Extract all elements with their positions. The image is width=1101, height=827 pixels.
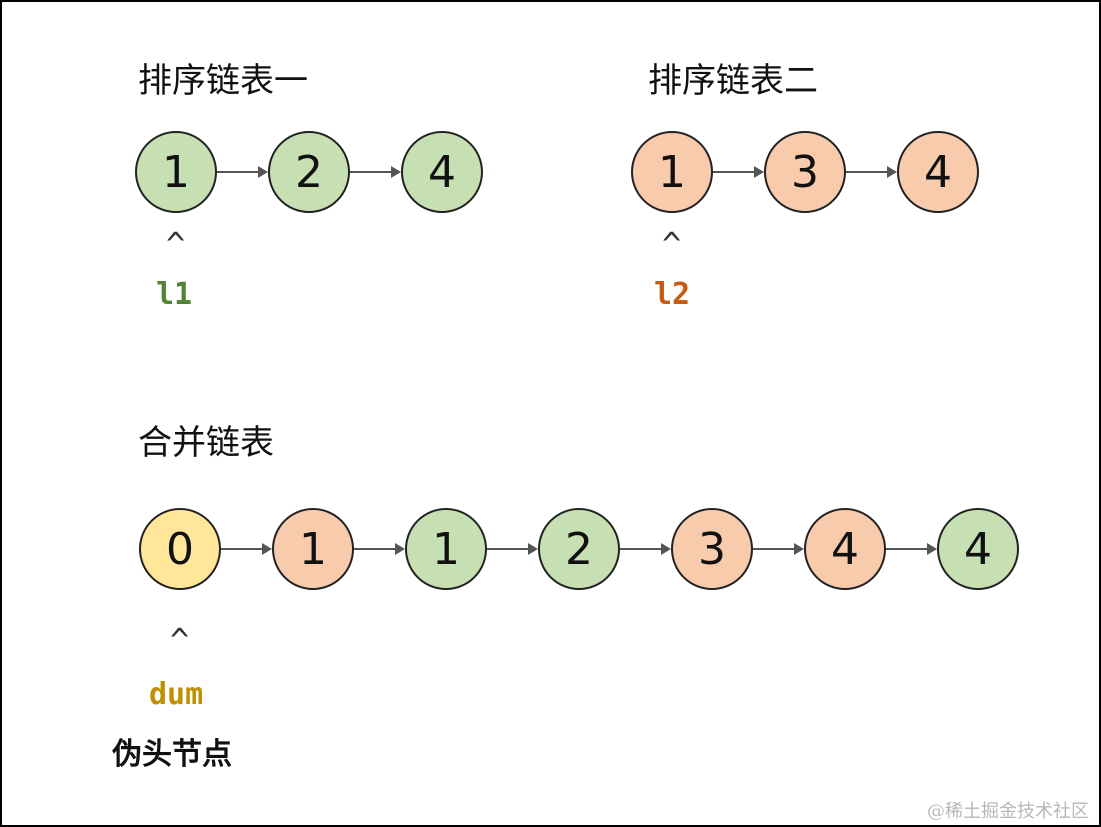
list2-node-2: 3 xyxy=(764,131,846,213)
list1-pointer-label: l1 xyxy=(156,277,193,312)
list2-caret: ^ xyxy=(662,225,682,263)
list2-arrow-1 xyxy=(713,166,764,178)
merged-arrow-6 xyxy=(886,543,937,555)
watermark: @稀土掘金技术社区 xyxy=(927,801,1089,822)
merged-caret: ^ xyxy=(170,621,190,659)
list1-arrow-2 xyxy=(350,166,401,178)
merged-node-1: 0 xyxy=(139,508,221,590)
list1-node-3: 4 xyxy=(401,131,483,213)
merged-node-3: 1 xyxy=(405,508,487,590)
list1-title: 排序链表一 xyxy=(138,61,308,101)
merged-arrow-3 xyxy=(487,543,538,555)
merged-node-2: 1 xyxy=(272,508,354,590)
merged-node-7: 4 xyxy=(937,508,1019,590)
list2-arrow-2 xyxy=(846,166,897,178)
dummy-head-note: 伪头节点 xyxy=(112,737,232,772)
merged-arrow-4 xyxy=(620,543,671,555)
list1-node-1: 1 xyxy=(135,131,217,213)
list2-node-1: 1 xyxy=(631,131,713,213)
merged-pointer-label: dum xyxy=(149,677,204,712)
list1-node-2: 2 xyxy=(268,131,350,213)
merged-node-4: 2 xyxy=(538,508,620,590)
merged-node-5: 3 xyxy=(671,508,753,590)
list2-title: 排序链表二 xyxy=(648,61,818,101)
merged-arrow-5 xyxy=(753,543,804,555)
merged-arrow-1 xyxy=(221,543,272,555)
list2-node-3: 4 xyxy=(897,131,979,213)
list1-arrow-1 xyxy=(217,166,268,178)
merged-arrow-2 xyxy=(354,543,405,555)
list2-pointer-label: l2 xyxy=(654,277,691,312)
merged-title: 合并链表 xyxy=(138,423,274,463)
merged-node-6: 4 xyxy=(804,508,886,590)
list1-caret: ^ xyxy=(166,225,186,263)
